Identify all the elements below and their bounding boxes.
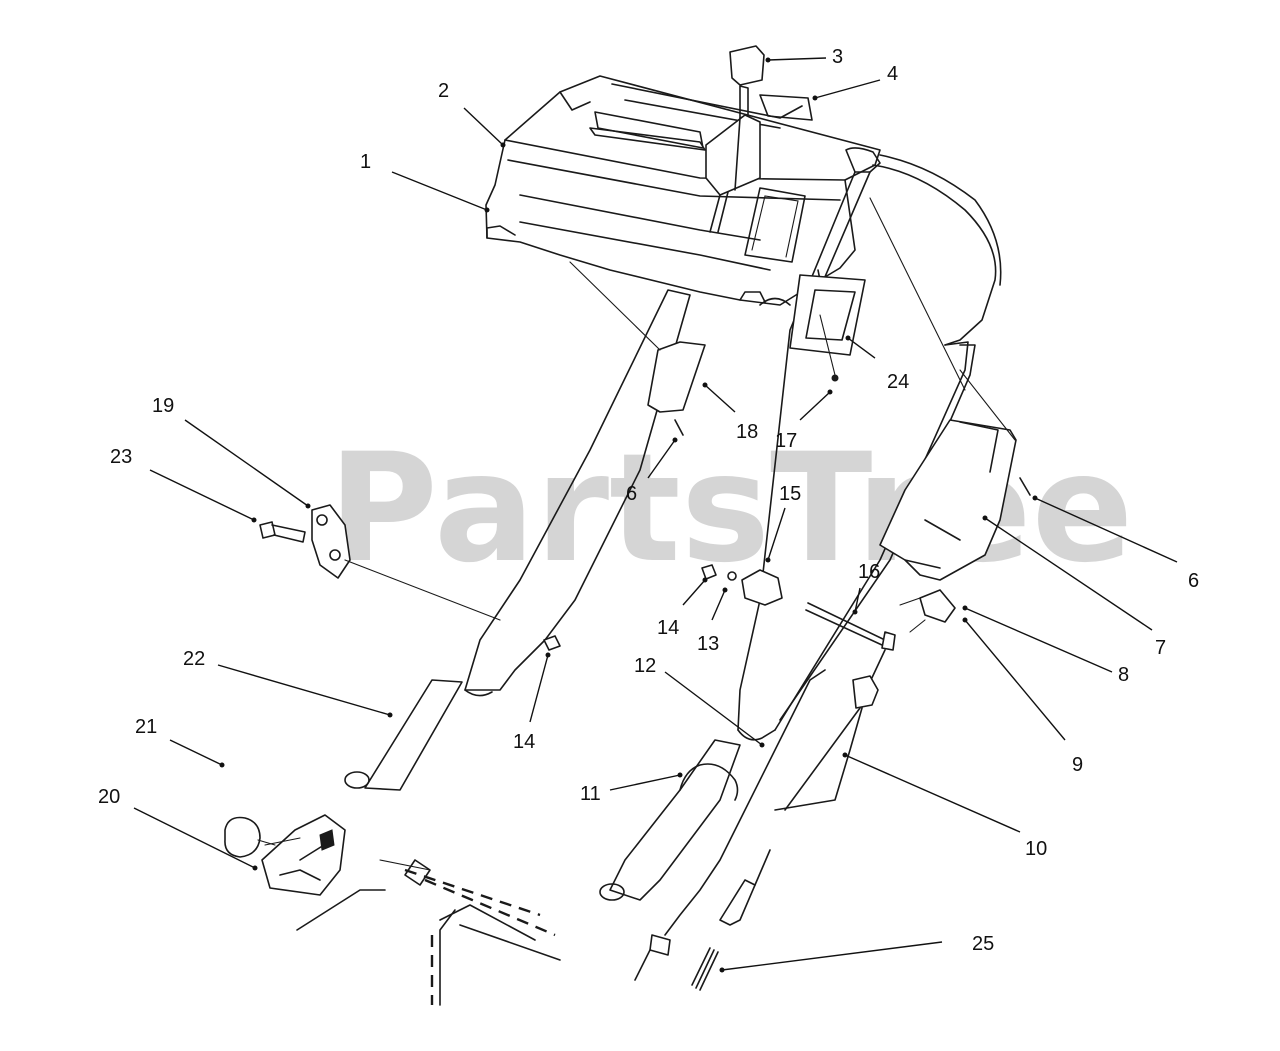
spring bbox=[691, 947, 719, 991]
handle-bracket bbox=[261, 814, 346, 896]
control-panel bbox=[485, 75, 881, 306]
cable-block bbox=[741, 569, 783, 606]
callout-1: 1 bbox=[360, 151, 371, 173]
screw-6-upper bbox=[674, 419, 684, 436]
mounting-plate-18 bbox=[647, 341, 706, 413]
deck-outline bbox=[296, 859, 561, 1006]
callout-2: 2 bbox=[438, 80, 449, 102]
control-cable bbox=[634, 669, 826, 981]
decal-side bbox=[759, 94, 813, 121]
callout-18: 18 bbox=[736, 421, 758, 443]
callout-3: 3 bbox=[832, 46, 843, 68]
callout-labels: 1 2 3 4 24 18 17 6 19 23 15 6 16 14 13 7… bbox=[98, 46, 1199, 955]
callout-8: 8 bbox=[1118, 664, 1129, 686]
callout-23: 23 bbox=[110, 446, 132, 468]
callout-10: 10 bbox=[1025, 838, 1047, 860]
callout-19: 19 bbox=[152, 395, 174, 417]
washer bbox=[727, 571, 737, 581]
hex-nut-lower bbox=[543, 635, 561, 651]
callout-11: 11 bbox=[580, 783, 601, 805]
control-cover bbox=[879, 419, 1017, 581]
callout-7: 7 bbox=[1155, 637, 1166, 659]
callout-25: 25 bbox=[972, 933, 994, 955]
pivot-bolt bbox=[259, 521, 306, 543]
mounting-plate-24 bbox=[789, 274, 866, 356]
shift-lever bbox=[705, 45, 765, 233]
callout-6-left: 6 bbox=[626, 483, 637, 505]
callout-6-right: 6 bbox=[1188, 570, 1199, 592]
callout-13: 13 bbox=[697, 633, 719, 655]
handle-grip-tube bbox=[599, 739, 741, 901]
callout-22: 22 bbox=[183, 648, 205, 670]
callout-21: 21 bbox=[135, 716, 157, 738]
callout-14-lower: 14 bbox=[513, 731, 535, 753]
carriage-bolt bbox=[805, 602, 896, 651]
callout-24: 24 bbox=[887, 371, 909, 393]
assembly-lines bbox=[264, 197, 1016, 871]
screw-17 bbox=[831, 374, 839, 382]
leaders bbox=[133, 57, 1178, 973]
lower-handle bbox=[464, 289, 691, 697]
screw-6-right bbox=[1019, 477, 1031, 496]
callout-17: 17 bbox=[775, 430, 797, 452]
hex-nut-upper bbox=[701, 564, 717, 580]
callout-16: 16 bbox=[858, 561, 880, 583]
handle-tube bbox=[344, 679, 463, 791]
callout-9: 9 bbox=[1072, 754, 1083, 776]
decal-top bbox=[594, 111, 704, 149]
callout-20: 20 bbox=[98, 786, 120, 808]
callout-4: 4 bbox=[887, 63, 898, 85]
control-lever bbox=[919, 589, 956, 623]
callout-12: 12 bbox=[634, 655, 656, 677]
handle-knob bbox=[224, 816, 276, 858]
traction-cable bbox=[719, 649, 886, 926]
handle-pivot-bracket bbox=[311, 504, 351, 579]
callout-15: 15 bbox=[779, 483, 801, 505]
callout-14-upper: 14 bbox=[657, 617, 679, 639]
